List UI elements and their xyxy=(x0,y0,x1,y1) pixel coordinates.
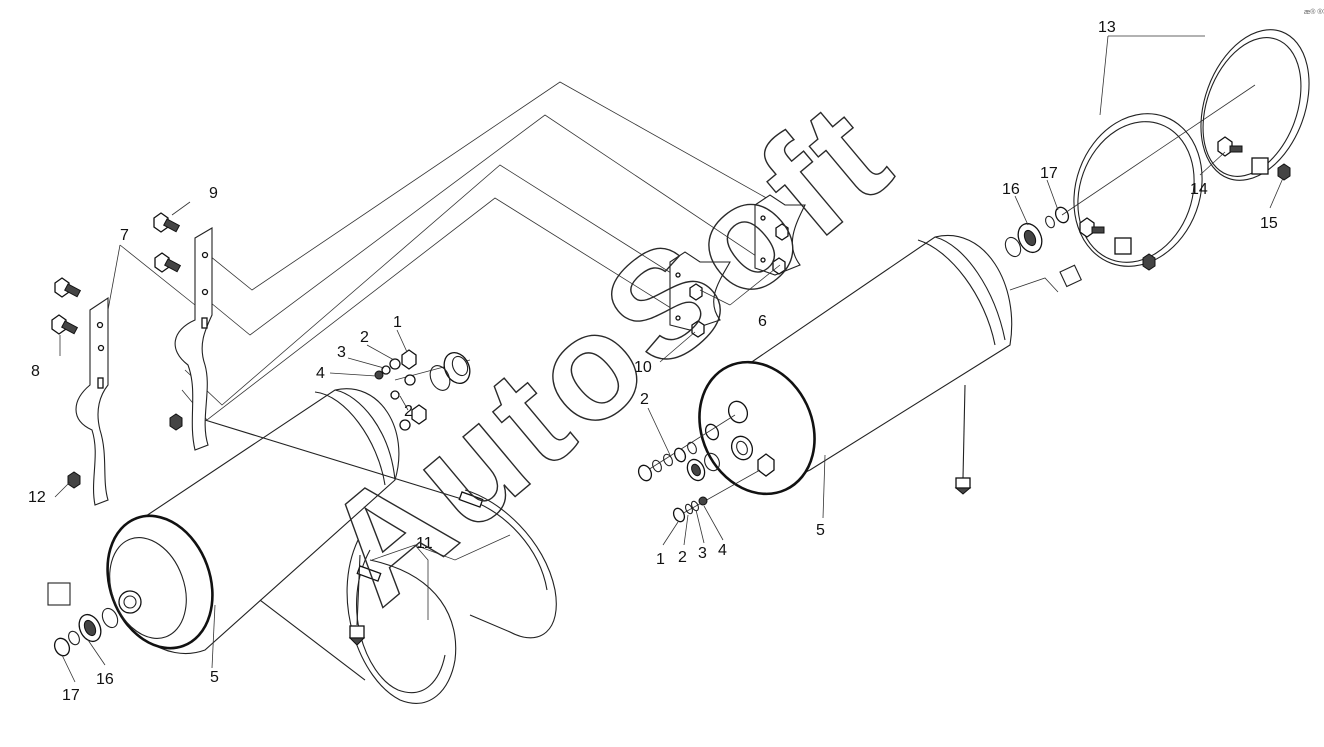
right-end-fittings xyxy=(1004,84,1256,293)
callout-3-right: 3 xyxy=(698,545,707,562)
callout-6: 6 xyxy=(758,313,767,330)
callout-labels: 1 2 3 4 2 5 7 8 9 11 12 16 17 6 10 2 1 2… xyxy=(28,19,1278,704)
right-drain-plug xyxy=(954,384,972,495)
callout-5-left: 5 xyxy=(210,669,219,686)
nut-left-mid xyxy=(169,413,183,431)
callout-1-right: 1 xyxy=(656,551,665,568)
callout-11: 11 xyxy=(416,535,433,552)
callout-2-right: 2 xyxy=(678,549,687,566)
callout-8: 8 xyxy=(31,363,40,380)
bolt-9-lower xyxy=(154,252,182,273)
callout-10: 10 xyxy=(634,359,652,376)
left-tank-straps xyxy=(204,419,557,704)
callout-13: 13 xyxy=(1098,19,1116,36)
callout-1-left: 1 xyxy=(393,314,402,331)
callout-2-left: 2 xyxy=(360,329,369,346)
left-end-fittings xyxy=(47,582,119,657)
callout-5-right: 5 xyxy=(816,522,825,539)
bolt-9-upper xyxy=(153,212,181,233)
callout-7: 7 xyxy=(120,227,129,244)
callout-leaders xyxy=(54,35,1284,683)
right-front-fittings xyxy=(637,414,761,523)
corner-mark: æ® ®®® xyxy=(1304,8,1324,16)
left-bracket-outer xyxy=(75,296,109,506)
callout-12: 12 xyxy=(28,489,46,506)
right-air-tank xyxy=(698,234,1013,496)
left-top-fittings xyxy=(374,349,471,431)
right-tank-straps xyxy=(1073,29,1310,271)
callout-3-left: 3 xyxy=(337,344,346,361)
callout-14: 14 xyxy=(1190,181,1208,198)
callout-16-right: 16 xyxy=(1002,181,1020,198)
callout-2-right-upper: 2 xyxy=(640,391,649,408)
callout-2-left-lower: 2 xyxy=(404,403,413,420)
bolt-8-upper xyxy=(54,277,82,298)
callout-16-left: 16 xyxy=(96,671,114,688)
bolt-8-lower xyxy=(51,314,79,335)
callout-17-left: 17 xyxy=(62,687,80,704)
callout-15: 15 xyxy=(1260,215,1278,232)
nut-12 xyxy=(67,471,81,489)
callout-4-left: 4 xyxy=(316,365,325,382)
left-drain-plug xyxy=(348,554,366,646)
left-air-tank xyxy=(106,388,400,655)
callout-9: 9 xyxy=(209,185,218,202)
left-bracket-inner xyxy=(174,227,213,451)
callout-17-right: 17 xyxy=(1040,165,1058,182)
callout-4-right: 4 xyxy=(718,542,727,559)
